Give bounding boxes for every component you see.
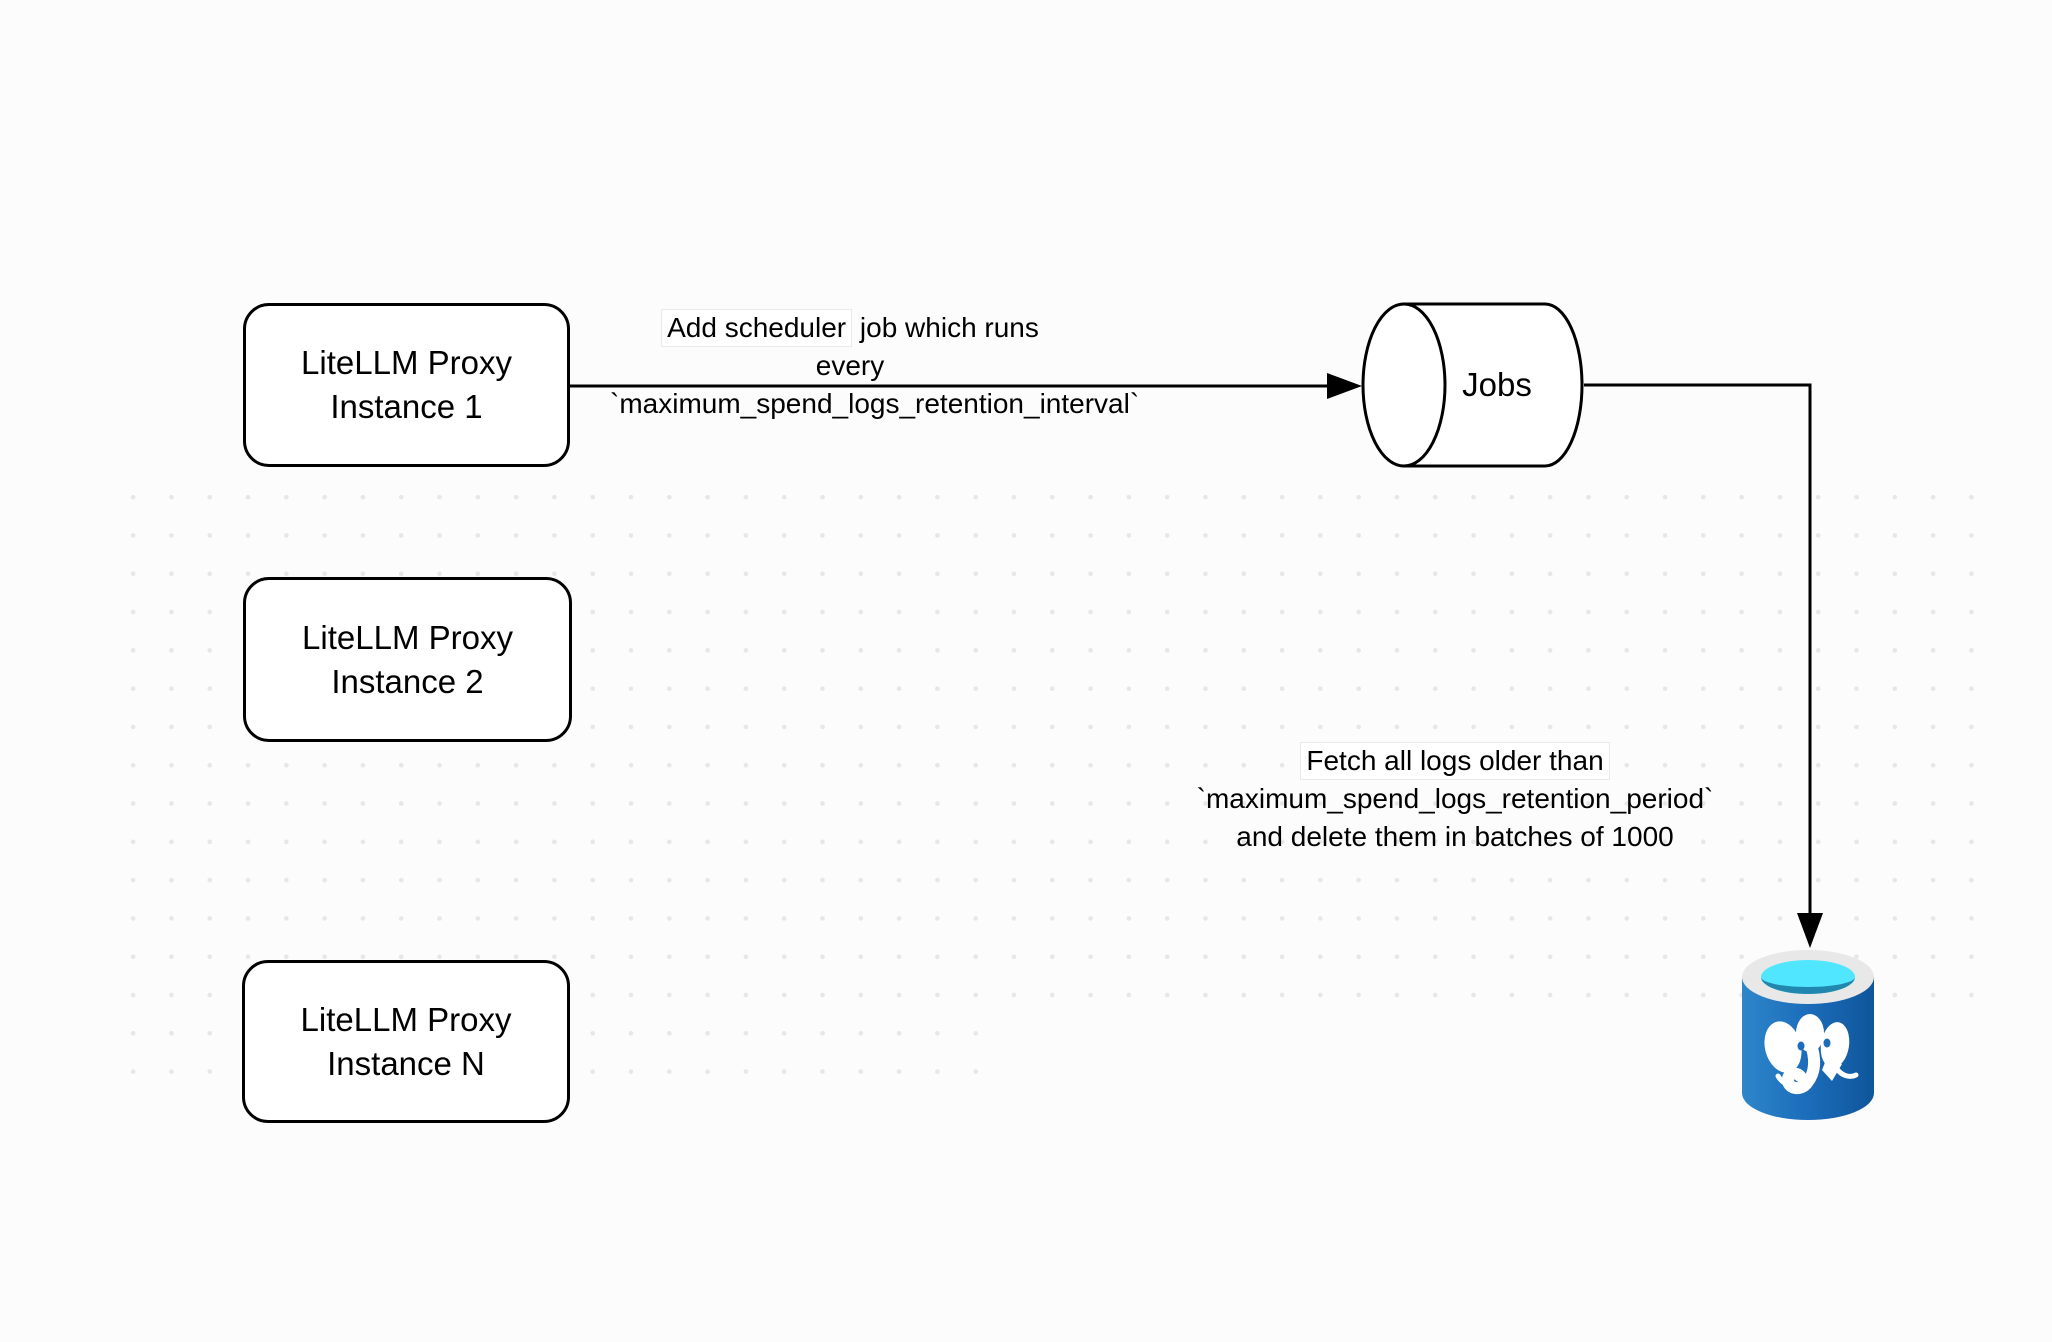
node-label-line2: Instance N [327,1044,485,1082]
postgres-elephant-icon [1764,1014,1859,1094]
node-label-line1: LiteLLM Proxy [301,344,512,381]
edge-label-line1: Fetch all logs older than [1135,742,1775,780]
node-label-line1: LiteLLM Proxy [302,618,513,656]
arrow-proxy1-to-jobs [570,373,1362,399]
jobs-cylinder-shape [1361,302,1584,468]
node-label-line1: LiteLLM Proxy [300,1000,512,1038]
jobs-node-label: Jobs [1462,366,1532,403]
label-rest: job which runs [852,312,1039,343]
node-label-line2: Instance 2 [331,662,484,700]
label-chip: Fetch all logs older than [1300,742,1610,780]
label-chip: Add scheduler [661,309,853,347]
edge-label-line1: Add scheduler job which runs [610,309,1090,347]
arrow-jobs-to-postgres [1584,383,1823,948]
node-label-line2: Instance 1 [330,388,483,425]
edge-label-fetch-logs: Fetch all logs older than `maximum_spend… [1135,742,1775,856]
edge-label-add-scheduler: Add scheduler job which runs every `maxi… [610,309,1140,423]
arrowhead-down-icon [1797,913,1823,948]
dot-grid-mask [994,1014,2052,1104]
edge-label-line3: and delete them in batches of 1000 [1236,821,1674,852]
edge-label-line2: `maximum_spend_logs_retention_period` [1196,783,1714,814]
node-litellm-proxy-instance-2: LiteLLM Proxy Instance 2 [243,577,572,742]
edge-label-line2: every `maximum_spend_logs_retention_inte… [610,350,1140,419]
node-litellm-proxy-instance-1: LiteLLM Proxy Instance 1 [243,303,570,467]
arrowhead-right-icon [1327,373,1362,399]
node-litellm-proxy-instance-n: LiteLLM Proxy Instance N [242,960,570,1123]
postgresql-database-icon [1742,950,1874,1120]
